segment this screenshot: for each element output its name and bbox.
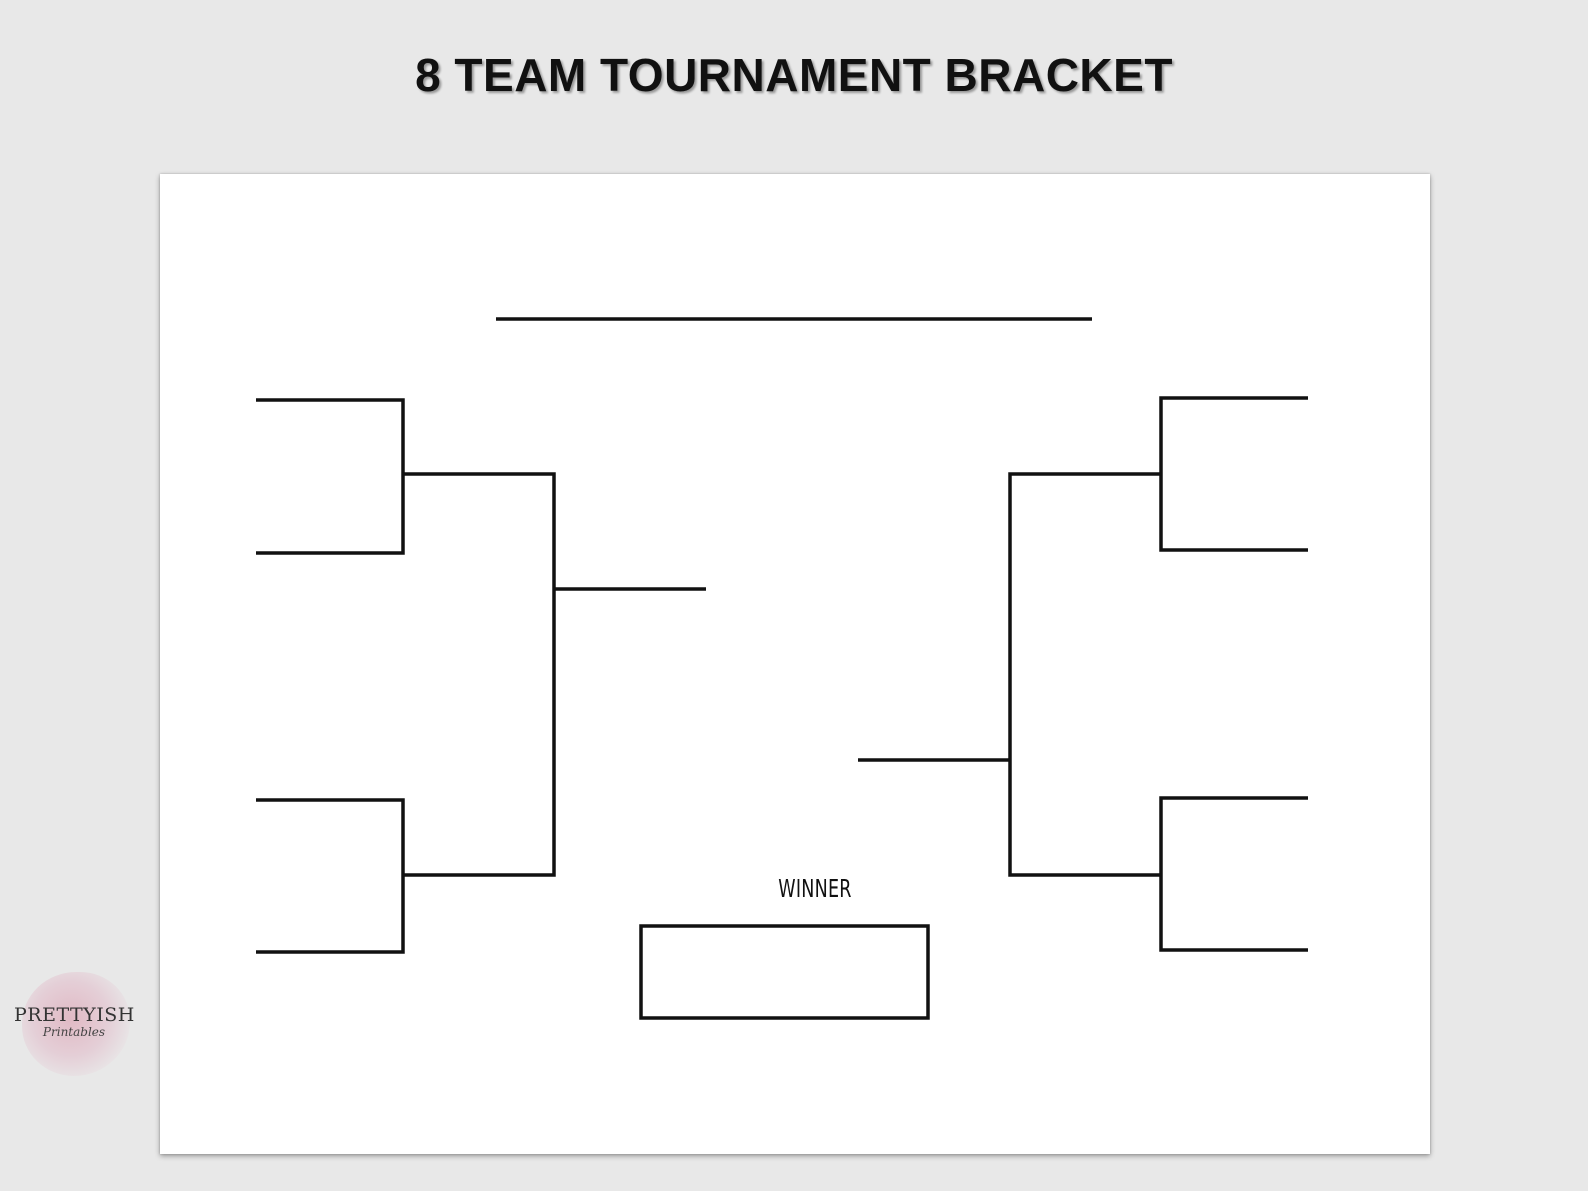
- logo-watercolor-blot: [22, 972, 130, 1076]
- left-round1-upper-pair: [256, 398, 405, 555]
- right-round2-bracket: [1008, 472, 1161, 877]
- right-round1-upper-pair: [1159, 396, 1308, 552]
- brand-logo: PRETTYISH Printables: [14, 972, 134, 1082]
- left-round2-bracket: [403, 472, 556, 877]
- bracket-sheet: WINNER: [160, 174, 1430, 1154]
- bracket-diagram: [256, 317, 1308, 1020]
- page-title: 8 TEAM TOURNAMENT BRACKET: [415, 49, 1173, 101]
- logo-brand-text: PRETTYISH: [14, 1004, 135, 1026]
- logo-tagline-text: Printables: [42, 1025, 106, 1039]
- winner-label: WINNER: [778, 874, 852, 903]
- left-round1-lower-pair: [256, 798, 405, 954]
- winner-box: [639, 924, 930, 1020]
- right-round1-lower-pair: [1159, 796, 1308, 952]
